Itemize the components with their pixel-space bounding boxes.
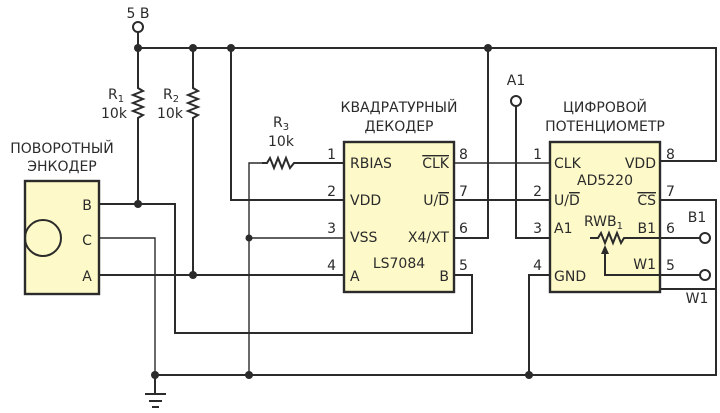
vdd-rail xyxy=(138,47,717,162)
pot-title-2: ПОТЕНЦИОМЕТР xyxy=(545,119,665,135)
decoder-title-2: ДЕКОДЕР xyxy=(365,119,434,135)
decoder-pin-clk: CLK xyxy=(422,156,450,172)
w1-terminal xyxy=(699,269,711,281)
junction-dot xyxy=(189,271,197,279)
a1-terminal-label: A1 xyxy=(507,73,525,89)
wire-encoder-c xyxy=(99,237,156,375)
resistor-r2 xyxy=(185,48,201,275)
rwb-label: RWB1 xyxy=(584,214,623,232)
encoder-pin-a: A xyxy=(82,269,92,285)
encoder-title-1: ПОВОРОТНЫЙ xyxy=(10,139,114,157)
wire-cs xyxy=(660,199,717,375)
pot-pin-cs: CS xyxy=(637,193,656,209)
r3-label: R3 xyxy=(273,115,289,133)
wiper-arrow-icon xyxy=(601,245,609,254)
r1-label: R1 xyxy=(108,87,124,105)
pot-pin-num: 8 xyxy=(666,147,675,163)
decoder-pin-ud: U/D xyxy=(423,193,449,209)
pot-pin-gnd: GND xyxy=(554,269,586,285)
resistor-rwb1 xyxy=(590,230,700,246)
ground-icon xyxy=(145,393,166,408)
decoder-pin-num: 1 xyxy=(327,147,336,163)
decoder-part-number: LS7084 xyxy=(373,256,425,272)
wire-decoder-vdd xyxy=(230,48,348,201)
b1-terminal-label: B1 xyxy=(688,210,707,226)
junction-dot xyxy=(245,234,253,242)
decoder-title-1: КВАДРАТУРНЫЙ xyxy=(341,98,458,116)
resistor-r3 xyxy=(262,155,348,171)
pot-pin-num: 7 xyxy=(666,184,675,200)
wire-pot-gnd xyxy=(528,274,550,375)
decoder-pin-num: 6 xyxy=(459,221,468,237)
pot-pin-num: 2 xyxy=(533,184,542,200)
decoder-pin-num: 4 xyxy=(327,258,336,274)
decoder-pin-num: 7 xyxy=(459,184,468,200)
w1-terminal-label: W1 xyxy=(686,291,709,307)
encoder-pin-c: C xyxy=(82,233,92,249)
supply-terminal xyxy=(132,21,144,33)
decoder-pin-rbias: RBIAS xyxy=(350,156,392,172)
r2-value: 10k xyxy=(157,106,184,122)
decoder-pin-x4xt: X4/XT xyxy=(408,230,450,246)
resistor-r1 xyxy=(130,48,146,204)
encoder-body xyxy=(23,179,101,296)
wire-vss-bus xyxy=(248,162,262,375)
supply-label: 5 В xyxy=(127,6,150,22)
decoder-pin-a: A xyxy=(350,269,360,285)
decoder-pin-vss: VSS xyxy=(350,230,377,246)
encoder-pin-b: B xyxy=(82,198,92,214)
wire-x4xt xyxy=(454,48,489,239)
pot-pin-w1: W1 xyxy=(633,257,656,273)
b1-terminal xyxy=(699,232,711,244)
pot-pin-b1: B1 xyxy=(637,221,656,237)
pot-body xyxy=(548,140,662,294)
pot-pin-vdd: VDD xyxy=(625,156,656,172)
wire-encoder-b xyxy=(99,203,473,334)
decoder-pin-b: B xyxy=(439,269,449,285)
pot-title-1: ЦИФРОВОЙ xyxy=(563,98,647,116)
wire-wiper xyxy=(604,254,700,276)
decoder-pin-vdd: VDD xyxy=(350,193,381,209)
decoder-pin-num: 2 xyxy=(327,184,336,200)
pot-pin-ud: U/D xyxy=(554,193,580,209)
pot-part-number: AD5220 xyxy=(577,173,633,189)
pot-pin-num: 4 xyxy=(533,258,542,274)
decoder-pin-num: 8 xyxy=(459,147,468,163)
a1-terminal xyxy=(510,95,522,107)
pot-pin-num: 1 xyxy=(533,147,542,163)
encoder-title-2: ЭНКОДЕР xyxy=(27,159,97,175)
decoder-pin-num: 3 xyxy=(327,221,336,237)
pot-pin-num: 6 xyxy=(666,221,675,237)
pot-pin-num: 3 xyxy=(533,221,542,237)
decoder-body xyxy=(342,140,456,294)
pot-pin-num: 5 xyxy=(666,258,675,274)
pot-pin-clk: CLK xyxy=(554,156,582,172)
decoder-pin-num: 5 xyxy=(459,258,468,274)
junction-dot xyxy=(134,200,142,208)
r3-value: 10k xyxy=(268,134,295,150)
r2-label: R2 xyxy=(163,87,179,105)
encoder-knob-icon xyxy=(24,219,62,257)
pot-pin-a1: A1 xyxy=(554,221,572,237)
r1-value: 10k xyxy=(101,106,128,122)
